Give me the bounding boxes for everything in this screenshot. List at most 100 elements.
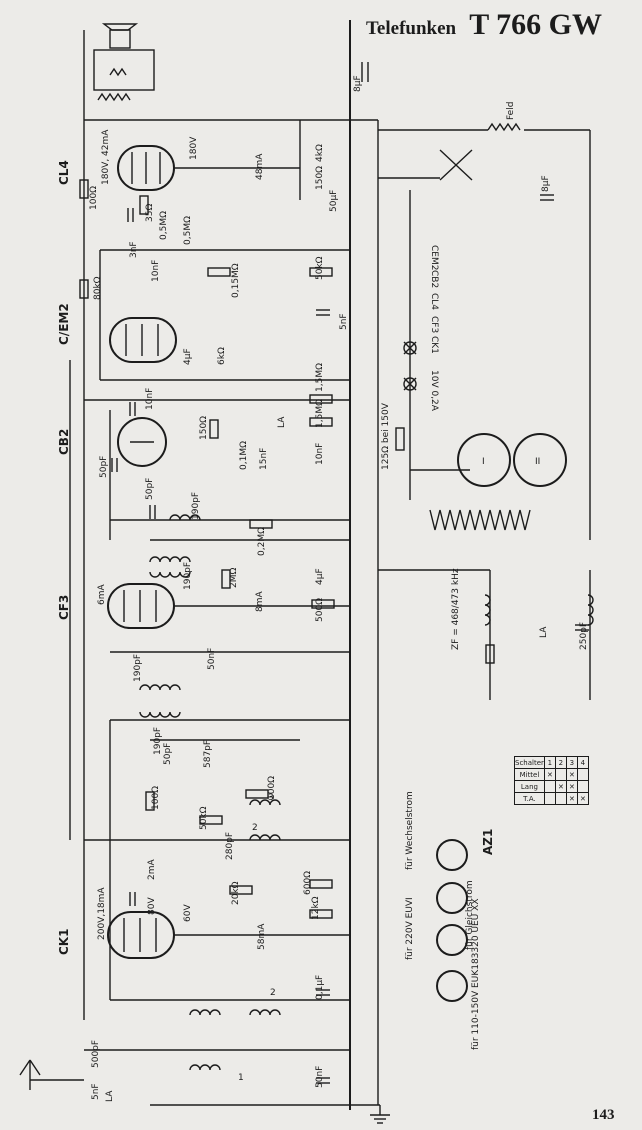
label: 50kΩ [199, 806, 209, 830]
switch-cell [554, 768, 567, 781]
label: 0,15MΩ [231, 263, 241, 298]
speaker-icon [93, 23, 155, 102]
label: 1,5MΩ [315, 363, 325, 392]
switch-cell [576, 780, 589, 793]
page-number: 143 [592, 1107, 615, 1123]
label: 6kΩ [217, 347, 227, 365]
label: 1,5MΩ [315, 399, 325, 428]
label: 8mA [255, 591, 265, 612]
label: I [482, 457, 485, 467]
label: 50nF [207, 648, 217, 670]
label: 100Ω [267, 776, 277, 800]
label: Feld [506, 102, 516, 120]
label: 150Ω [315, 166, 325, 190]
label: CK1 [429, 336, 439, 354]
label: für 220V EUVI [405, 897, 415, 960]
antenna-icon [19, 1059, 84, 1090]
switch-cell [543, 780, 556, 793]
ground-icon [370, 1105, 390, 1124]
label: 2MΩ [229, 568, 239, 588]
label: LA [539, 626, 549, 638]
label: für Wechselstrom [405, 791, 415, 870]
label: 500Ω [315, 598, 325, 622]
label: 3nF [129, 241, 139, 258]
label: 190pF [183, 562, 193, 590]
capacitors [111, 62, 589, 1084]
label: CL4 [429, 293, 439, 310]
tube-cem2 [109, 317, 177, 363]
label: CEM2 [429, 245, 439, 270]
label: 60V [183, 904, 193, 922]
label: 500pF [91, 1040, 101, 1068]
label: 180V, 42mA [101, 129, 111, 185]
tube-label-cf3: CF3 [57, 595, 71, 620]
label: 0,5MΩ [159, 211, 169, 240]
tube-label-az1: AZ1 [481, 829, 495, 855]
heater-chain [378, 149, 531, 531]
label: für 110-150V EUK183320 UEU XX [471, 898, 481, 1050]
switch-cell: ✕ [565, 768, 578, 781]
label: LA [105, 1090, 115, 1102]
label: 250pF [579, 622, 589, 650]
switch-row-mittel: Mittel [514, 768, 545, 781]
if-transformers [139, 514, 594, 1071]
resistors [79, 179, 495, 919]
switch-cell: ✕ [543, 768, 556, 781]
label: 35Ω [145, 204, 155, 222]
label: 0,1MΩ [239, 441, 249, 470]
label: 190pF [133, 654, 143, 682]
tube-label-ck1: CK1 [57, 929, 71, 955]
label: 100Ω [151, 786, 161, 810]
label: 50kΩ [315, 256, 325, 280]
label: 2 [252, 823, 258, 833]
switch-row-ta: T.A. [514, 792, 545, 805]
switch-header-3: 3 [565, 756, 578, 769]
switch-cell: ✕ [565, 780, 578, 793]
label: 15nF [259, 448, 269, 470]
label: ZF = 468/473 kHz [451, 568, 461, 650]
label: LA [277, 416, 287, 428]
label: 0,2MΩ [257, 527, 267, 556]
tube-label-cl4: CL4 [57, 160, 71, 185]
label: für Gleichstrom [465, 880, 475, 950]
label: 1 [238, 1073, 244, 1083]
label: 48mA [255, 153, 265, 180]
tube-cl4 [117, 145, 175, 191]
switch-cell [554, 792, 567, 805]
switch-header-label: Schalter [514, 756, 545, 769]
label: 2 [270, 988, 276, 998]
label: CB2 [429, 270, 439, 288]
tube-cb2 [117, 417, 167, 467]
label: 4kΩ [315, 144, 325, 162]
tube-cf3 [107, 583, 175, 629]
label: 200V,18mA [97, 887, 107, 940]
label: 10nF [145, 388, 155, 410]
label: 2mA [147, 859, 157, 880]
label: 50pF [99, 456, 109, 478]
label: 8µF [353, 75, 363, 92]
label: 0,5MΩ [183, 216, 193, 245]
label: CF3 [429, 316, 439, 333]
switch-table: Schalter 1 2 3 4 Mittel ✕✕ Lang ✕✕ T.A. … [514, 756, 589, 805]
label: 6mA [97, 584, 107, 605]
wiring [84, 120, 591, 1051]
label: 50pF [145, 478, 155, 500]
switch-cell [576, 768, 589, 781]
label: 10nF [151, 260, 161, 282]
label: II [535, 457, 540, 467]
label: 4µF [315, 568, 325, 585]
label: 50nF [315, 1066, 325, 1088]
tube-ck1 [107, 911, 175, 959]
switch-header-4: 4 [576, 756, 589, 769]
label: 8µF [541, 175, 551, 192]
label: 50µF [329, 190, 339, 212]
label: 3 [268, 793, 274, 803]
bus-lines [69, 20, 380, 1110]
label: 80V [147, 897, 157, 915]
switch-cell: ✕ [554, 780, 567, 793]
label: 20kΩ [231, 881, 241, 905]
label: 12kΩ [311, 896, 321, 920]
label: 58mA [257, 923, 267, 950]
switch-cell: ✕ [565, 792, 578, 805]
